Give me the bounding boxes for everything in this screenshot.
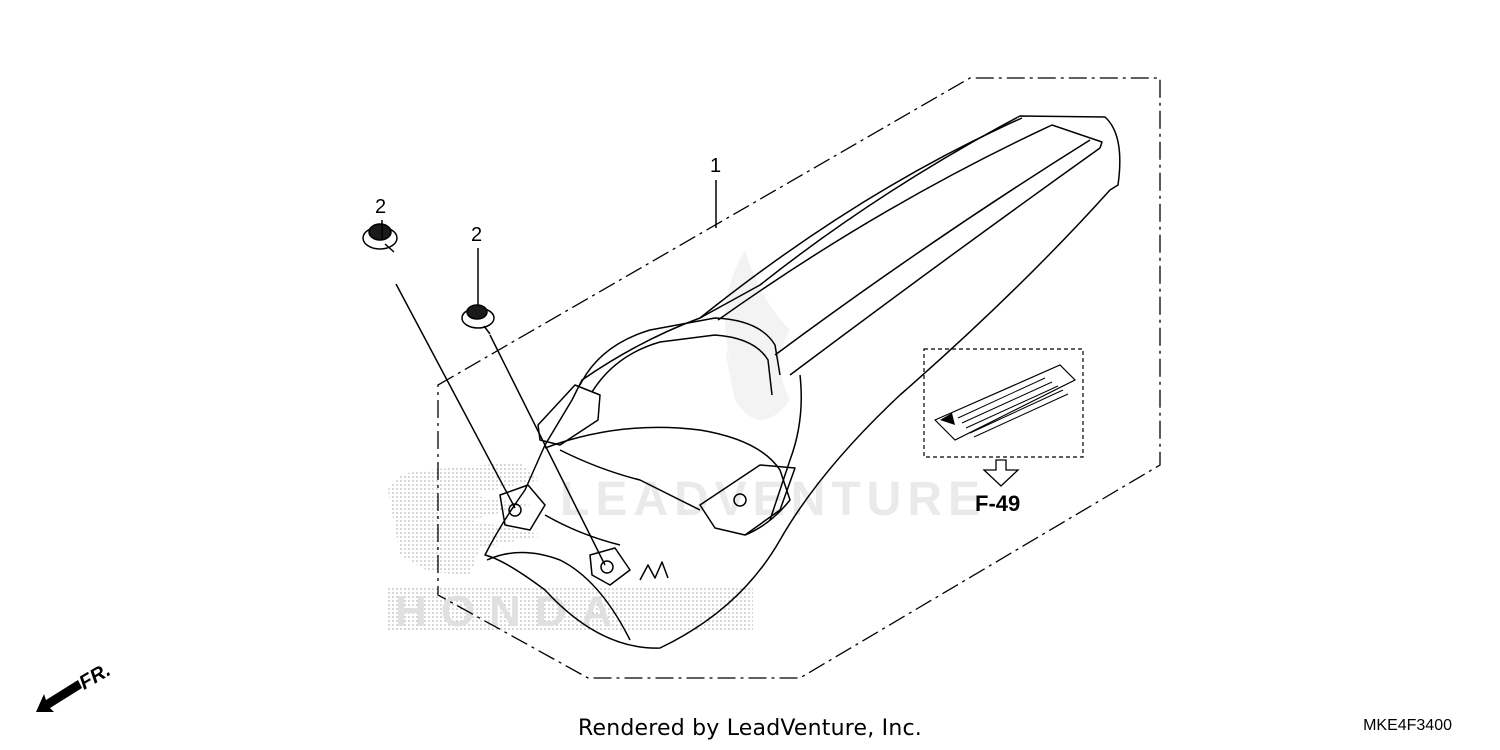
caution-label-text-lines: [957, 377, 1069, 438]
bolt-2-shank: [483, 325, 491, 335]
leader-bolt-2-to-hole: [489, 334, 606, 566]
bolt-2: [461, 304, 495, 335]
caution-label-sticker: [933, 364, 1077, 441]
label-reference-group: F-49: [923, 348, 1084, 516]
watermark-logo: LEADVENTURE HONDA: [388, 250, 980, 636]
reference-page-label[interactable]: F-49: [975, 491, 1020, 516]
callout-part-1[interactable]: 1: [710, 155, 721, 177]
fender-inner-arch: [579, 317, 781, 386]
fender-notch: [639, 561, 669, 581]
fender-right-bracket: [699, 464, 796, 536]
bolt-1-shank: [384, 243, 395, 253]
front-direction-indicator: FR.: [36, 659, 114, 712]
fender-ridge-2: [717, 124, 1053, 321]
bolt-1: [362, 223, 398, 253]
fender-underside: [544, 426, 791, 536]
fender-rib-2: [544, 514, 621, 546]
watermark-honda-text-block: [388, 588, 753, 630]
rendered-by-credit: Rendered by LeadVenture, Inc.: [578, 716, 922, 741]
diagram-code: MKE4F3400: [1363, 717, 1452, 734]
fender-left-hole: [508, 503, 522, 517]
bolt-1-head: [368, 223, 392, 241]
fender-rib: [559, 449, 701, 511]
fender-right-hole: [733, 493, 747, 507]
callout-part-2-bolt-1[interactable]: 2: [375, 196, 386, 218]
fender-bottom-curve: [486, 551, 631, 641]
fender-tip: [1051, 124, 1103, 149]
fender-ridge-4: [789, 147, 1101, 376]
front-arrow-icon: [36, 680, 82, 712]
fender-left-bracket: [537, 384, 601, 446]
fender-ridge-1: [699, 117, 1023, 319]
watermark-flame-shape: [725, 250, 790, 420]
fender-outline: [484, 115, 1121, 649]
fender-left-tab: [499, 484, 546, 531]
callout-part-2-bolt-2[interactable]: 2: [471, 224, 482, 246]
rear-fender: [484, 115, 1121, 649]
fender-center-tab: [589, 547, 631, 586]
fender-center-hole: [600, 560, 614, 574]
leader-lines: [381, 180, 717, 566]
caution-label-warning-icon: [940, 413, 955, 425]
front-direction-label: FR.: [76, 659, 115, 694]
leader-bolt-1-to-hole: [395, 283, 516, 509]
fender-inner-arch-2: [591, 334, 773, 396]
bolt-2-head: [466, 304, 488, 320]
reference-arrow-icon: [982, 459, 1020, 487]
assembly-boundary: [437, 77, 1161, 679]
watermark-bottom-text: HONDA: [395, 587, 626, 636]
label-reference-box: [923, 348, 1084, 458]
fender-side-edge: [769, 374, 802, 521]
fender-ridge-3: [774, 139, 1091, 356]
watermark-wing-shape: [388, 462, 545, 575]
